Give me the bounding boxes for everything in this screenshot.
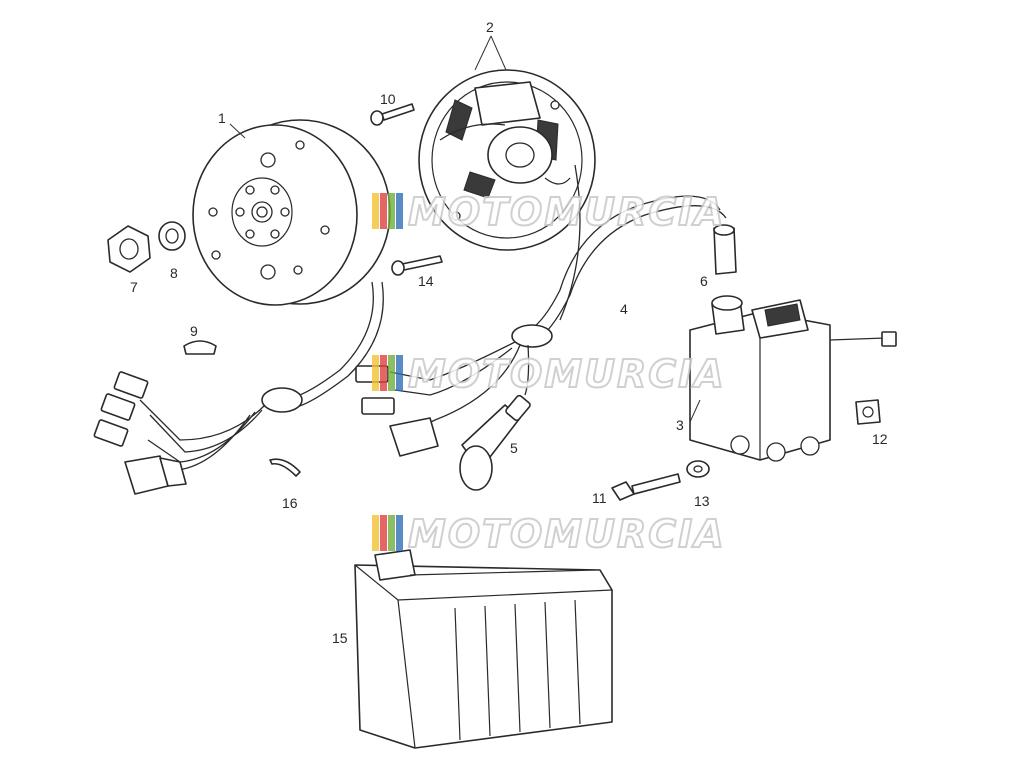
coil-bolt <box>611 473 681 501</box>
watermark-stripe <box>396 355 403 391</box>
flywheel-rotor <box>192 119 391 306</box>
callout-9: 9 <box>190 323 198 339</box>
watermark-bottom: MOTOMURCIA <box>372 511 726 557</box>
leader-lines <box>229 35 701 423</box>
stator-wire <box>355 164 727 457</box>
watermark-text: MOTOMURCIA <box>408 512 726 556</box>
callout-2: 2 <box>486 19 494 35</box>
watermark-stripe <box>388 515 395 551</box>
watermark-stripe <box>372 515 379 551</box>
callout-8: 8 <box>170 265 178 281</box>
stator-plate <box>418 69 596 251</box>
watermark-stripe <box>388 355 395 391</box>
woodruff-key <box>183 340 217 355</box>
callout-4: 4 <box>620 301 628 317</box>
watermark-group: MOTOMURCIA MOTOMURCIA MOTOMURCIA <box>372 189 726 557</box>
callout-6: 6 <box>700 273 708 289</box>
callout-7: 7 <box>130 279 138 295</box>
watermark-stripe <box>380 515 387 551</box>
callout-11: 11 <box>592 490 607 506</box>
callout-10: 10 <box>380 91 396 107</box>
flywheel-nut <box>107 225 151 273</box>
watermark-text: MOTOMURCIA <box>408 190 726 234</box>
coil-washer <box>686 460 710 478</box>
callout-1: 1 <box>218 110 226 126</box>
callout-labels: 1 2 3 4 5 6 7 8 9 10 11 12 13 14 15 16 <box>130 19 888 646</box>
cable-clip <box>269 458 301 477</box>
callout-16: 16 <box>282 495 298 511</box>
callout-3: 3 <box>676 417 684 433</box>
callout-13: 13 <box>694 493 710 509</box>
watermark-stripe <box>372 193 379 229</box>
spark-plug-cap <box>459 394 531 491</box>
watermark-stripe <box>396 193 403 229</box>
watermark-stripe <box>380 355 387 391</box>
callout-5: 5 <box>510 440 518 456</box>
battery <box>354 549 613 749</box>
callout-15: 15 <box>332 630 348 646</box>
watermark-middle: MOTOMURCIA <box>372 351 726 397</box>
watermark-text: MOTOMURCIA <box>408 352 726 396</box>
flywheel-washer <box>158 221 186 251</box>
watermark-stripe <box>372 355 379 391</box>
watermark-stripe <box>380 193 387 229</box>
stator-screw-bottom <box>391 255 443 276</box>
flywheel-wire-harness <box>93 281 384 495</box>
callout-12: 12 <box>872 431 888 447</box>
callout-14: 14 <box>418 273 434 289</box>
stator-screw-top <box>370 103 415 126</box>
ignition-coil-cdi <box>689 295 897 462</box>
watermark-stripe <box>388 193 395 229</box>
watermark-stripe <box>396 515 403 551</box>
watermark-top: MOTOMURCIA <box>372 189 726 235</box>
ht-lead-boot <box>713 224 737 275</box>
mounting-clip <box>855 399 881 425</box>
